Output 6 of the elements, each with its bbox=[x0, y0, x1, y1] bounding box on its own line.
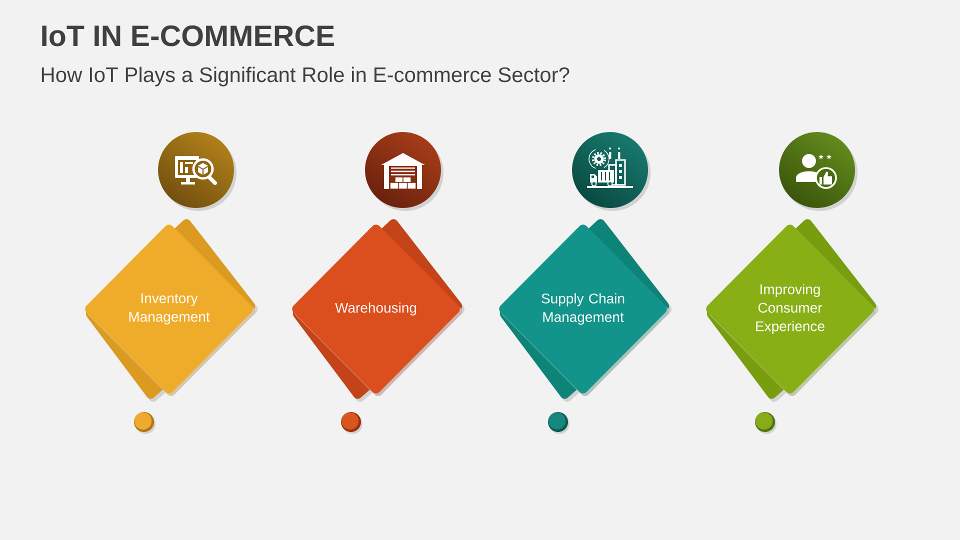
diamond-card: Inventory Management bbox=[85, 219, 258, 402]
diamond-card: Warehousing bbox=[292, 219, 465, 402]
title: IoT IN E-COMMERCE bbox=[42, 25, 334, 46]
subtitle: How IoT Plays a Significant Role in E-commerce Sector? bbox=[42, 66, 570, 86]
diamond-card: Improving Consumer Experience bbox=[706, 219, 879, 402]
diamond-card: Supply Chain Management bbox=[499, 219, 672, 402]
